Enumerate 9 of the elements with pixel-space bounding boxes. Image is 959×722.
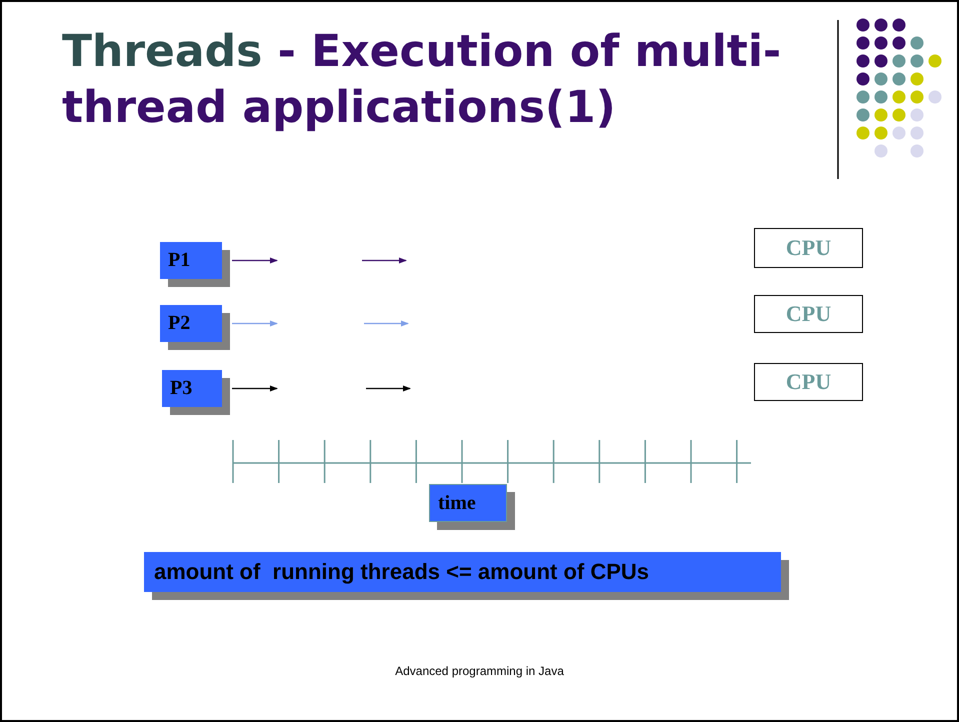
cpu-box: CPU [754, 363, 863, 401]
rule-banner: amount of running threads <= amount of CPUs [144, 552, 781, 592]
footer-text: Advanced programming in Java [394, 664, 565, 678]
cpu-box: CPU [754, 228, 863, 268]
process-box: P1 [160, 242, 222, 279]
slide-title: Threads - Execution of multi-thread applications(1) [62, 25, 782, 135]
process-box: P3 [162, 370, 222, 407]
process-box: P2 [160, 305, 222, 342]
cpu-box: CPU [754, 295, 863, 333]
